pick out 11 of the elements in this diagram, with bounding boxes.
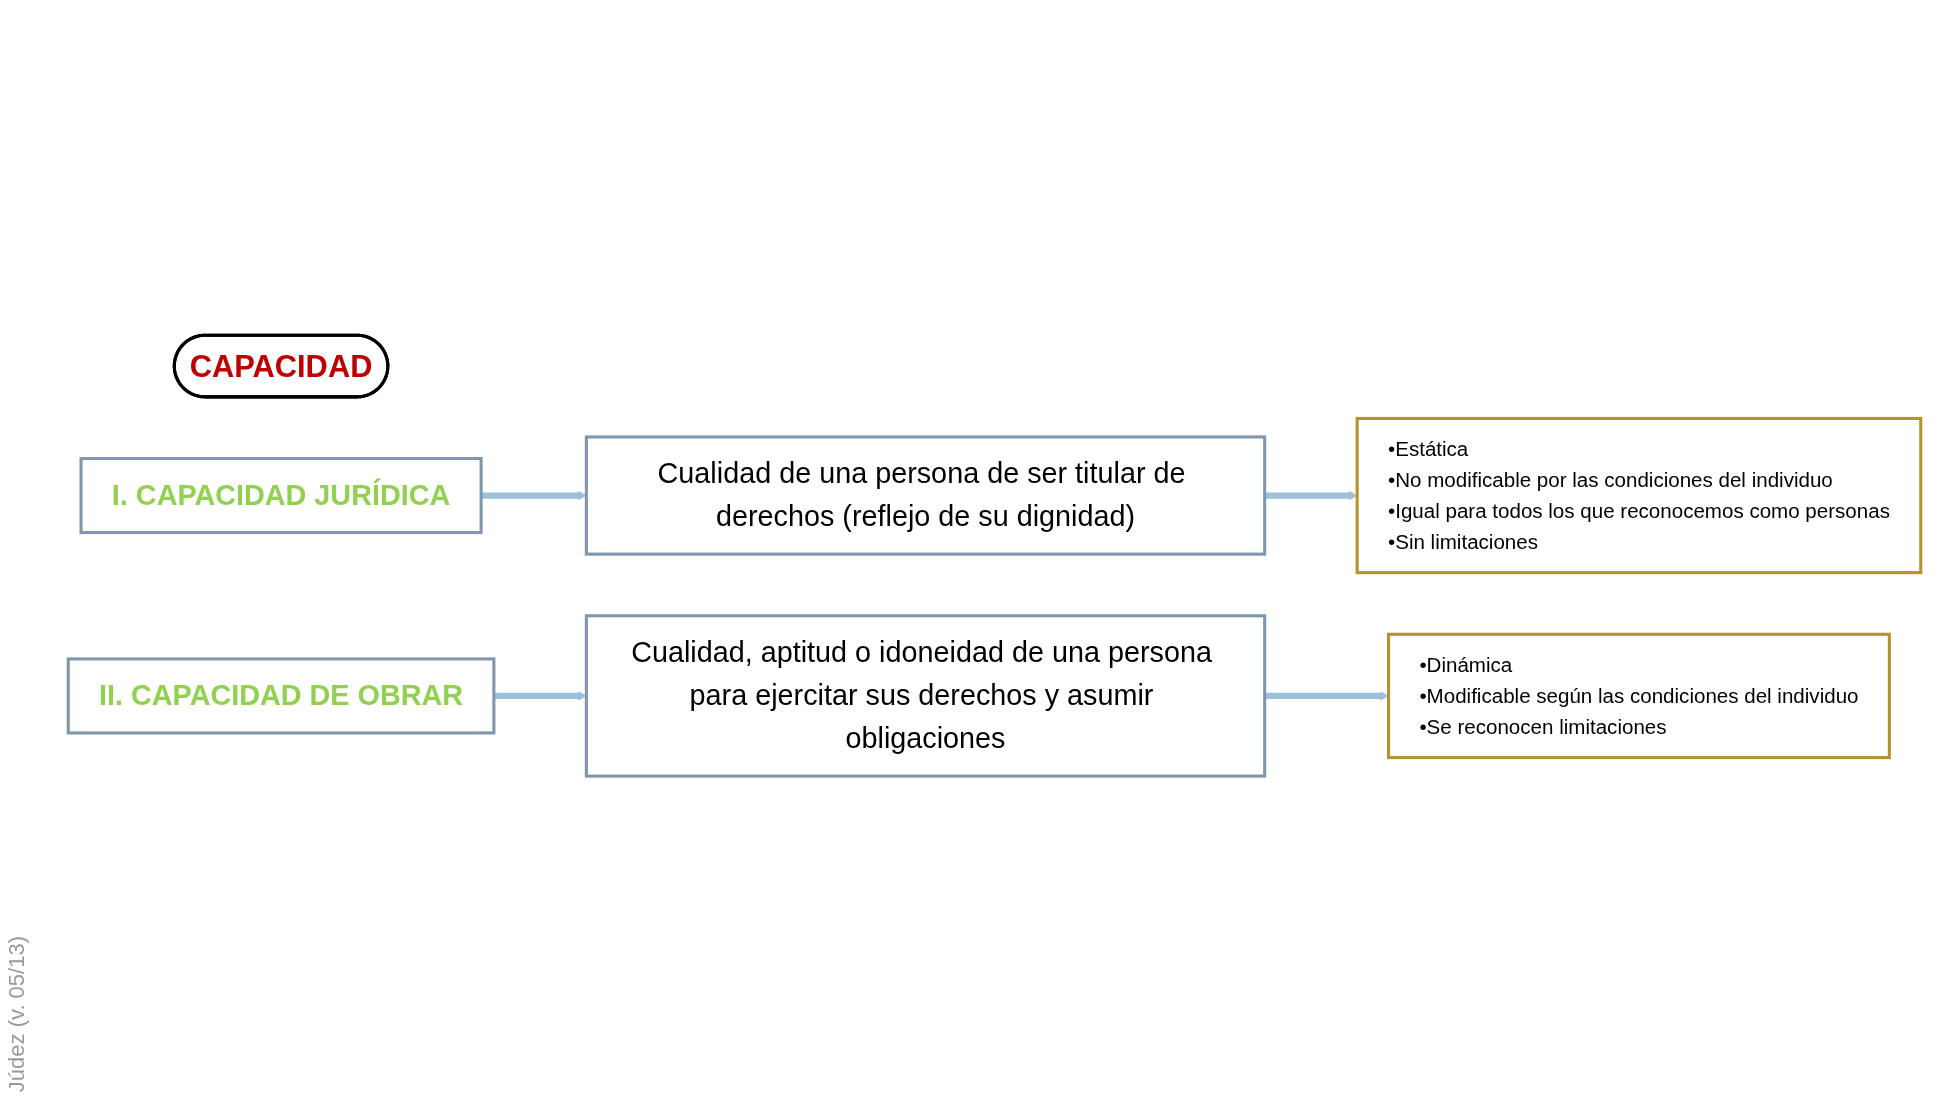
node-box: II. CAPACIDAD DE OBRAR xyxy=(66,657,496,735)
arrow xyxy=(481,491,587,501)
node-box: Cualidad de una persona de ser titular de derechos (reflejo de su dignidad) xyxy=(584,435,1267,556)
credit-note: Júdez (v. 05/13) xyxy=(4,935,29,1092)
node-box: I. CAPACIDAD JURÍDICA xyxy=(79,457,483,535)
arrow xyxy=(1264,491,1358,501)
node-box: •Dinámica •Modificable según las condiciones del individuo •Se reconocen limitaciones xyxy=(1387,633,1891,760)
node-box: Cualidad, aptitud o idoneidad de una persona para ejercitar sus derechos y asumir obligaciones xyxy=(584,614,1267,778)
arrow xyxy=(493,691,587,701)
arrow xyxy=(1264,691,1389,701)
node-box: •Estática •No modificable por las condiciones del individuo •Igual para todos los que reconocemos como personas •Sin limitaciones xyxy=(1355,417,1923,575)
